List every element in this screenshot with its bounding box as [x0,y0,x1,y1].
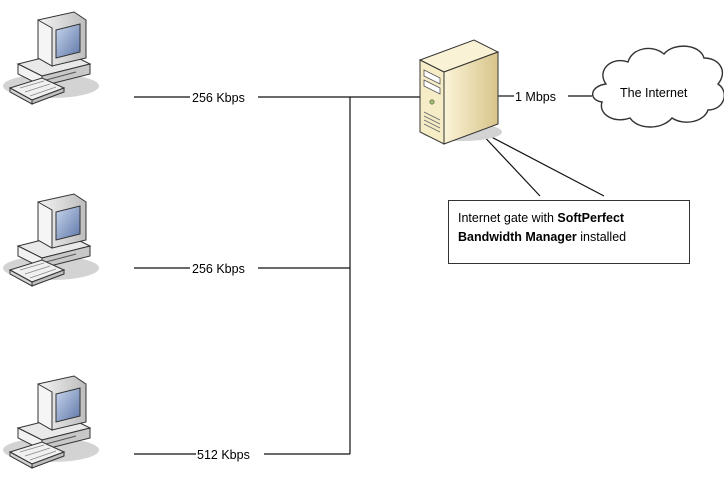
computer-1-icon [2,11,100,105]
note-bold-product-2: Bandwidth Manager [458,230,577,244]
pc3-speed-label: 512 Kbps [197,448,250,462]
pc1-speed-label: 256 Kbps [192,91,245,105]
computer-3-icon [2,375,100,469]
note-text-before: Internet gate with [458,211,558,225]
cloud-label: The Internet [620,86,688,100]
computer-2-icon [2,193,100,287]
server-icon [418,39,502,145]
network-links [134,95,605,455]
note-bold-product: SoftPerfect [557,211,625,225]
uplink-speed-label: 1 Mbps [515,90,556,104]
pc2-speed-label: 256 Kbps [192,262,245,276]
note-text-after: installed [576,230,627,244]
